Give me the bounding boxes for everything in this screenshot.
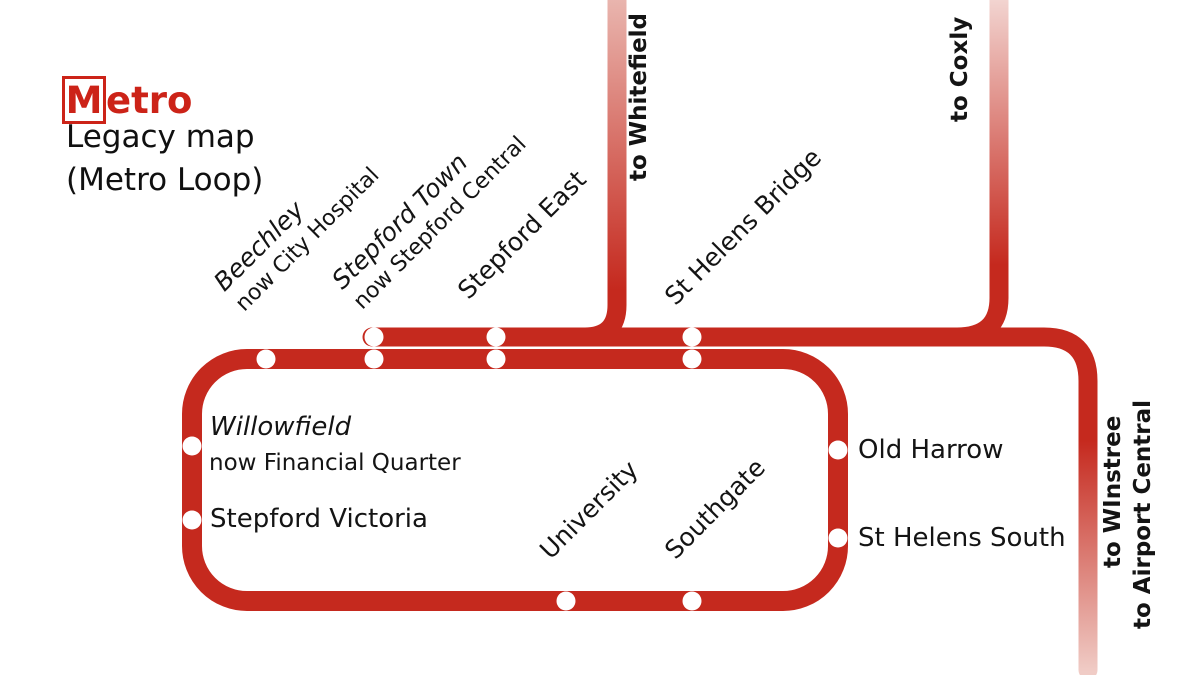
station-note-willowfield: now Financial Quarter [209, 450, 461, 476]
metro-logo-m: M [65, 78, 103, 122]
station-dot-st-helens-bridge-main [682, 327, 702, 347]
terminus-label-winstree: to WInstree [1100, 415, 1126, 568]
station-label-old-harrow: Old Harrow [858, 435, 1004, 465]
whitefield-branch-line [572, 0, 627, 347]
metro-loop-line [182, 349, 848, 611]
mainline-and-airport-branch [362, 327, 1098, 675]
metro-logo-m-box: M [62, 76, 106, 124]
station-dot-beechley [256, 349, 276, 369]
terminus-label-whitefield: to Whitefield [626, 12, 652, 181]
station-dots [182, 327, 848, 611]
station-dot-st-helens-south [828, 528, 848, 548]
station-dot-old-harrow [828, 440, 848, 460]
station-label-stepford-victoria: Stepford Victoria [210, 504, 428, 534]
station-dot-willowfield [182, 436, 202, 456]
terminus-label-airport-central: to Airport Central [1130, 399, 1156, 629]
station-dot-stepford-victoria [182, 510, 202, 530]
station-dot-southgate [682, 591, 702, 611]
station-dot-st-helens-bridge-loop [682, 349, 702, 369]
station-dot-stepford-town-loop [364, 349, 384, 369]
station-dot-university [556, 591, 576, 611]
metro-logo: M etro [62, 76, 192, 124]
station-dot-stepford-east-main [486, 327, 506, 347]
metro-logo-text: etro [106, 78, 193, 122]
station-label-willowfield: Willowfield [210, 412, 352, 442]
station-dot-stepford-east-loop [486, 349, 506, 369]
station-label-st-helens-south: St Helens South [858, 523, 1066, 553]
map-title-line1: Legacy map [66, 119, 255, 155]
station-dot-stepford-town-main [364, 327, 384, 347]
map-title-line2: (Metro Loop) [66, 162, 264, 198]
terminus-label-coxly: to Coxly [947, 16, 973, 122]
